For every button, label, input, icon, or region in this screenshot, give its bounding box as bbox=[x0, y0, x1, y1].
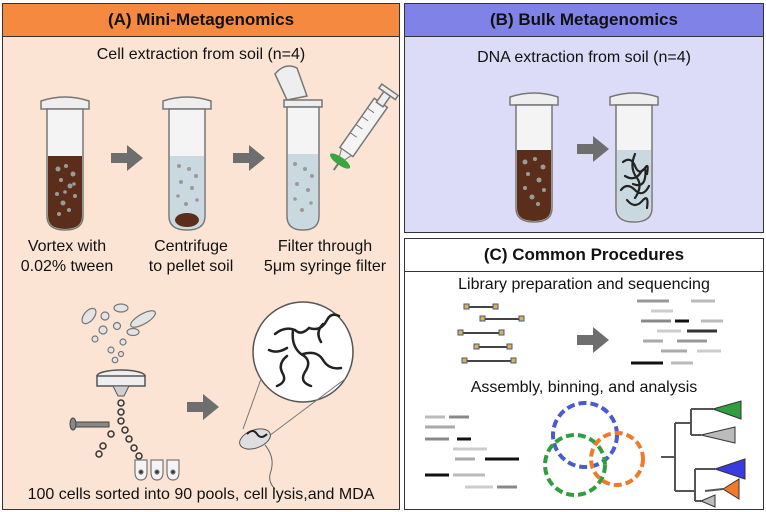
arrow-icon bbox=[233, 145, 265, 171]
magnified-lysed-cell-icon bbox=[239, 301, 354, 490]
cells-icon bbox=[81, 303, 156, 364]
step-filter-line1: Filter through bbox=[277, 238, 373, 255]
panel-mini-metagenomics: (A) Mini-Metagenomics Cell extraction fr… bbox=[2, 3, 400, 510]
syringe-icon bbox=[329, 82, 400, 171]
tube-vortex-icon bbox=[40, 96, 90, 231]
tube-centrifuge-icon bbox=[162, 96, 212, 231]
step-vortex-line1: Vortex with bbox=[27, 238, 107, 255]
panel-common-procedures: (C) Common Procedures Library preparatio… bbox=[404, 238, 764, 510]
step-vortex-label: Vortex with 0.02% tween bbox=[9, 237, 125, 277]
tube-soil-icon bbox=[509, 92, 559, 223]
sorting-caption: 100 cells sorted into 90 pools, cell lys… bbox=[27, 486, 375, 503]
bulk-metagenomics-illustration bbox=[509, 92, 659, 223]
panel-a-subtitle: Cell extraction from soil (n=4) bbox=[96, 46, 306, 63]
panel-bulk-metagenomics: (B) Bulk Metagenomics DNA extraction fro… bbox=[404, 3, 764, 233]
panel-a-title: (A) Mini-Metagenomics bbox=[3, 4, 399, 37]
common-procedures-illustration bbox=[425, 299, 746, 508]
tube-filter-icon bbox=[274, 65, 323, 231]
phylogenetic-tree-icon bbox=[661, 400, 746, 508]
step-vortex-line2: 0.02% tween bbox=[20, 258, 114, 275]
step-filter-line2: 5μm syringe filter bbox=[263, 258, 387, 275]
step-filter-label: Filter through 5μm syringe filter bbox=[255, 237, 395, 277]
arrow-icon bbox=[577, 327, 609, 353]
panel-b-subtitle: DNA extraction from soil (n=4) bbox=[477, 49, 691, 66]
panel-c-title: (C) Common Procedures bbox=[405, 239, 763, 272]
panel-b-title: (B) Bulk Metagenomics bbox=[405, 4, 763, 37]
step-centrifuge-line2: to pellet soil bbox=[148, 258, 234, 275]
library-fragments-icon bbox=[457, 303, 525, 364]
assembly-label: Assembly, binning, and analysis bbox=[470, 379, 698, 396]
sorted-wells-icon bbox=[134, 459, 180, 481]
arrow-icon bbox=[187, 394, 219, 420]
tube-dna-icon bbox=[609, 92, 659, 223]
library-prep-label: Library preparation and sequencing bbox=[458, 276, 710, 293]
assembly-contigs-icon bbox=[425, 415, 519, 489]
arrow-icon bbox=[577, 136, 609, 162]
step-centrifuge-line1: Centrifuge bbox=[154, 238, 228, 255]
mini-metagenomics-illustration bbox=[40, 65, 400, 490]
arrow-icon bbox=[111, 145, 143, 171]
binning-circles-icon bbox=[543, 401, 645, 497]
sequencing-reads-icon bbox=[631, 299, 723, 365]
step-centrifuge-label: Centrifuge to pellet soil bbox=[133, 237, 249, 277]
cell-sorter-icon bbox=[69, 369, 146, 460]
